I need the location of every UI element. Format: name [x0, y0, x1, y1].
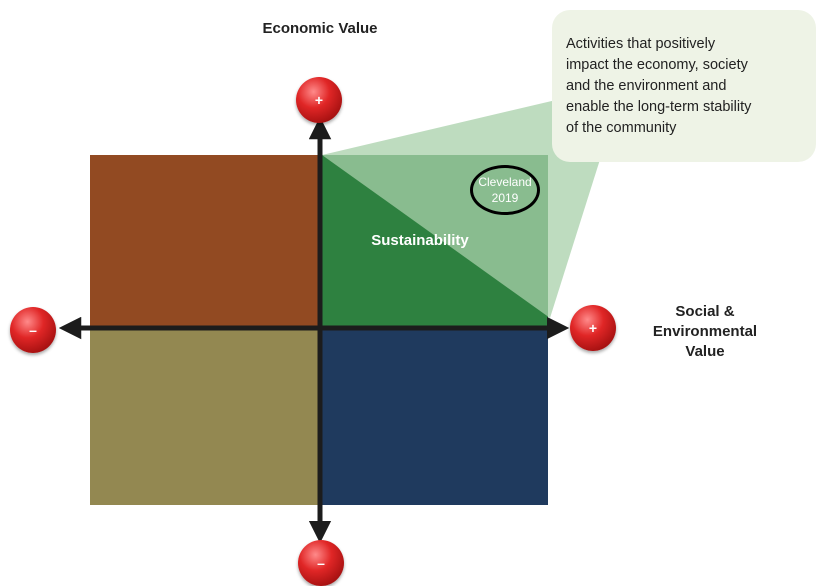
- quadrant-bottom-right: [320, 329, 548, 505]
- minus-marker-left: –: [10, 307, 56, 353]
- y-axis-title: Economic Value: [262, 20, 378, 37]
- callout-line-4: enable the long-term stability: [566, 99, 752, 115]
- cleveland-2019-marker: Cleveland 2019: [470, 165, 540, 215]
- x-axis-title-line-2: Environmental: [652, 323, 758, 340]
- plus-marker-top: +: [296, 77, 342, 123]
- x-axis-title-line-1: Social &: [675, 303, 735, 320]
- callout-line-3: and the environment and: [566, 78, 727, 94]
- plus-marker-right: +: [570, 305, 616, 351]
- quadrant-bottom-left: [90, 329, 320, 505]
- quadrant-top-left: [90, 155, 320, 329]
- x-axis-title: Social & Environmental Value: [630, 302, 780, 362]
- callout-line-5: of the community: [566, 120, 677, 136]
- highlight-line-2: 2019: [491, 191, 519, 205]
- definition-callout: Activities that positively impact the ec…: [552, 10, 816, 162]
- sustainability-label: Sustainability: [371, 232, 469, 249]
- callout-line-1: Activities that positively: [566, 36, 716, 52]
- callout-line-2: impact the economy, society: [566, 57, 748, 73]
- minus-marker-bottom: –: [298, 540, 344, 586]
- x-axis-title-line-3: Value: [685, 343, 725, 360]
- highlight-line-1: Cleveland: [478, 175, 532, 189]
